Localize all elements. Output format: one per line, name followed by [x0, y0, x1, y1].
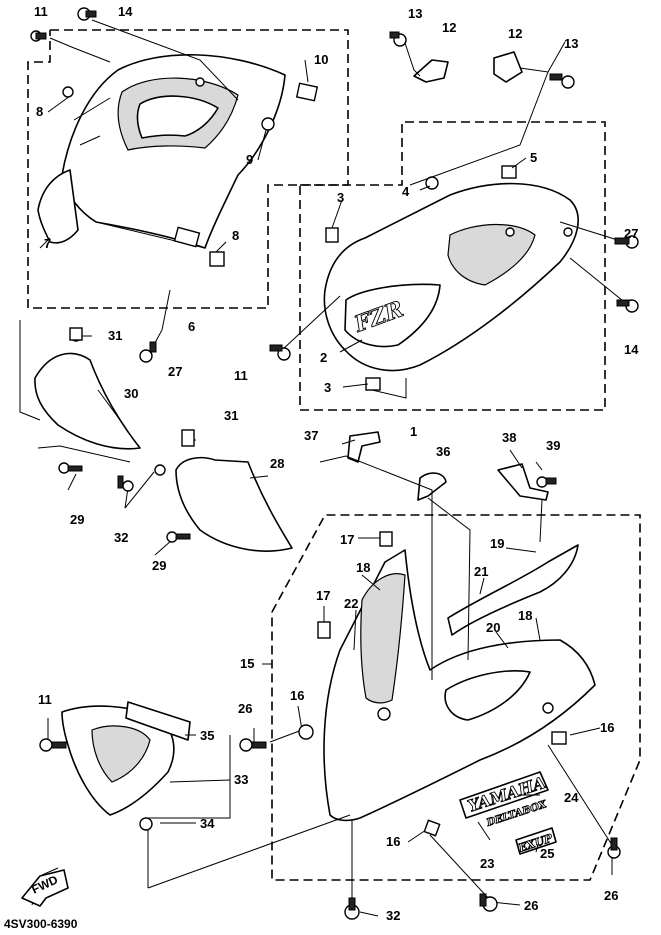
callout-27: 27	[624, 226, 638, 241]
callout-29: 29	[152, 558, 166, 573]
callout-28: 28	[270, 456, 284, 471]
callout-15: 15	[240, 656, 254, 671]
callout-11: 11	[38, 692, 52, 707]
callout-22: 22	[344, 596, 358, 611]
callout-14: 14	[118, 4, 133, 19]
callout-25: 25	[540, 846, 554, 861]
callout-12: 12	[508, 26, 522, 41]
callout-16: 16	[600, 720, 614, 735]
callout-6: 6	[188, 319, 195, 334]
callout-7: 7	[44, 236, 51, 251]
callout-3: 3	[337, 190, 344, 205]
inner-panel-28	[175, 456, 293, 552]
callout-23: 23	[480, 856, 494, 871]
callout-1: 1	[410, 424, 417, 439]
forward-arrow-icon: FWD	[21, 869, 69, 907]
group-1-outline	[299, 121, 606, 411]
callout-21: 21	[474, 564, 488, 579]
upper-cowling	[37, 54, 319, 267]
callout-8: 8	[36, 104, 43, 119]
callout-4: 4	[402, 184, 410, 199]
hardware	[30, 7, 639, 920]
callout-20: 20	[486, 620, 500, 635]
callout-37: 37	[304, 428, 318, 443]
bracket-12-left	[413, 59, 449, 83]
callout-16: 16	[290, 688, 304, 703]
callout-38: 38	[502, 430, 516, 445]
callout-3: 3	[324, 380, 331, 395]
callout-31: 31	[108, 328, 122, 343]
callout-27: 27	[168, 364, 182, 379]
callout-10: 10	[314, 52, 328, 67]
callout-8: 8	[232, 228, 239, 243]
callout-26: 26	[238, 701, 252, 716]
callout-17: 17	[340, 532, 354, 547]
callout-31: 31	[224, 408, 238, 423]
air-duct-33	[61, 701, 191, 816]
inner-panel-30	[34, 352, 141, 450]
callout-39: 39	[546, 438, 560, 453]
callout-33: 33	[234, 772, 248, 787]
exup-decal: EXUP	[515, 827, 557, 856]
callout-12: 12	[442, 20, 456, 35]
callout-36: 36	[436, 444, 450, 459]
callout-32: 32	[114, 530, 128, 545]
callout-19: 19	[490, 536, 504, 551]
group-6-outline	[27, 29, 349, 309]
callout-11: 11	[234, 368, 248, 383]
leader-lines	[19, 19, 629, 917]
callout-34: 34	[200, 816, 215, 831]
bracket-38	[497, 463, 549, 501]
callout-35: 35	[200, 728, 214, 743]
callout-11: 11	[34, 4, 48, 19]
callout-17: 17	[316, 588, 330, 603]
bracket-12-right	[493, 51, 523, 83]
callout-13: 13	[564, 36, 578, 51]
diagram-code: 4SV300-6390	[4, 917, 78, 931]
callout-13: 13	[408, 6, 422, 21]
callout-16: 16	[386, 834, 400, 849]
callout-29: 29	[70, 512, 84, 527]
side-cowling-assembly: FZR	[323, 165, 579, 391]
bracket-36	[417, 472, 447, 501]
callout-18: 18	[518, 608, 532, 623]
callout-numbers: 11 14 13 12 12 13 10 8 9 5 4 3 8 27 7 6 …	[4, 4, 639, 931]
callout-26: 26	[524, 898, 538, 913]
bracket-37	[347, 431, 381, 463]
callout-5: 5	[530, 150, 537, 165]
callout-32: 32	[386, 908, 400, 923]
callout-9: 9	[246, 152, 253, 167]
callout-30: 30	[124, 386, 138, 401]
under-cowling	[317, 531, 596, 822]
callout-2: 2	[320, 350, 327, 365]
callout-18: 18	[356, 560, 370, 575]
callout-24: 24	[564, 790, 579, 805]
callout-26: 26	[604, 888, 618, 903]
callout-14: 14	[624, 342, 639, 357]
